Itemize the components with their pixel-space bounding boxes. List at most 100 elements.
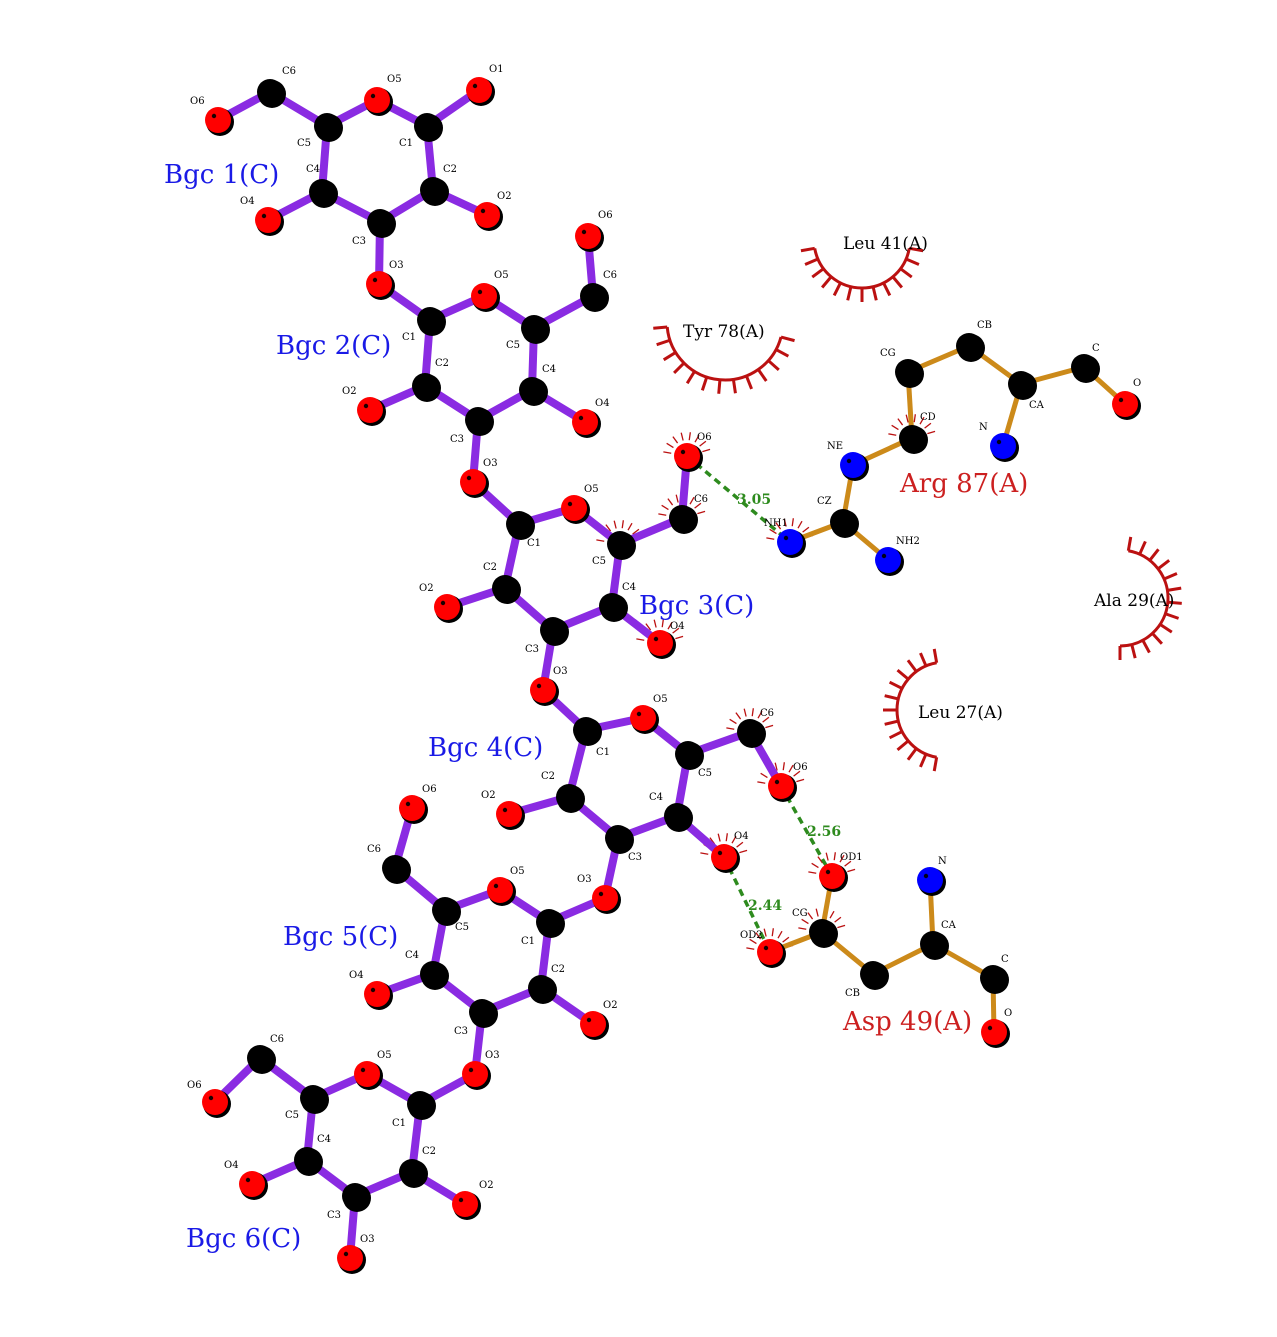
atom-label-b3_O5: O5 — [584, 484, 599, 495]
contact-tick — [725, 833, 728, 842]
atom-b2_O2 — [357, 397, 386, 426]
atom-b4_C2 — [556, 784, 585, 813]
atom-label-b1_C5: C5 — [297, 138, 311, 149]
atom-highlight — [418, 379, 424, 385]
contact-tick — [839, 854, 845, 863]
atom-b1_C1 — [414, 113, 443, 142]
atom-b2_C3 — [465, 407, 494, 436]
hydrophobic-spoke — [745, 375, 753, 390]
contact-tick — [757, 781, 766, 784]
atom-sphere — [521, 315, 547, 341]
contact-tick — [808, 871, 817, 874]
atom-sphere — [711, 844, 737, 870]
hydrophobic-contact-ala29 — [1118, 536, 1182, 660]
atom-b1_O1 — [466, 77, 495, 106]
atom-highlight — [475, 1005, 481, 1011]
contact-tick — [801, 918, 809, 925]
hydrophobic-spoke — [662, 351, 677, 362]
atom-highlight — [512, 517, 518, 523]
atom-label-b6_O6: O6 — [187, 1080, 202, 1091]
hydrophobic-spoke — [896, 668, 910, 681]
contact-tick — [658, 513, 667, 516]
atom-label-r87_CZ: CZ — [817, 496, 832, 507]
atom-sphere — [342, 1183, 368, 1209]
atom-label-d49_CA: CA — [941, 920, 957, 931]
atom-sphere — [980, 965, 1006, 991]
atom-b3_O3 — [530, 677, 559, 706]
protein-residue-label-arg87: Arg 87(A) — [899, 469, 1028, 499]
protein-residue-label-asp49: Asp 49(A) — [842, 1007, 972, 1037]
atom-sphere — [899, 425, 925, 451]
atom-sphere — [364, 981, 390, 1007]
contact-tick — [825, 852, 829, 861]
hydrophobic-contact-leu41 — [800, 246, 924, 302]
atom-sphere — [737, 719, 763, 745]
atom-sphere — [528, 975, 554, 1001]
atom-label-d49_C: C — [1001, 954, 1009, 965]
contact-tick — [739, 849, 748, 854]
hydrophobic-spoke — [932, 757, 939, 772]
hydrophobic-spoke — [800, 246, 815, 253]
atom-sphere — [599, 593, 625, 619]
atom-r87_C — [1071, 354, 1100, 383]
atom-highlight — [423, 313, 429, 319]
hydrophobic-spoke — [846, 286, 853, 301]
atom-sphere — [573, 717, 599, 743]
atom-label-b2_C5: C5 — [506, 340, 520, 351]
atom-b6_O2 — [452, 1191, 481, 1220]
contact-tick — [717, 833, 721, 842]
atom-highlight — [438, 903, 444, 909]
atom-r87_CD — [899, 425, 928, 454]
atom-label-b4_O3: O3 — [577, 874, 592, 885]
atom-highlight — [675, 511, 681, 517]
atom-b3_O4 — [647, 630, 676, 659]
ligand-residue-label-bgc4: Bgc 4(C) — [428, 733, 543, 763]
atom-b4_O6 — [768, 773, 797, 802]
contact-tick — [774, 762, 778, 771]
hydrophobic-spoke — [1148, 548, 1160, 562]
atom-b1_C5 — [314, 113, 343, 142]
atom-sphere — [530, 677, 556, 703]
atom-highlight — [542, 915, 548, 921]
atom-highlight — [923, 873, 929, 879]
ligand-residue-label-bgc2: Bgc 2(C) — [276, 331, 391, 361]
atom-d49_CA — [920, 931, 949, 960]
atom-label-b5_O2: O2 — [603, 1000, 618, 1011]
hydrophobic-spoke — [871, 286, 878, 301]
hydrogen-bond-distance-hb2: 2.56 — [807, 824, 841, 840]
atom-sphere — [239, 1171, 265, 1197]
atom-label-b2_C3: C3 — [450, 434, 464, 445]
atom-label-r87_CB: CB — [977, 320, 992, 331]
atom-b3_C5 — [607, 531, 636, 560]
atom-label-b6_C6: C6 — [270, 1034, 284, 1045]
atom-sphere — [920, 931, 946, 957]
atom-sphere — [474, 202, 500, 228]
atom-highlight — [370, 93, 376, 99]
atom-label-b4_O6: O6 — [793, 762, 808, 773]
atom-sphere — [647, 630, 673, 656]
atom-highlight — [815, 925, 821, 931]
atom-label-b6_C1: C1 — [392, 1118, 406, 1129]
contact-tick — [667, 621, 673, 630]
atom-label-b2_C6: C6 — [603, 270, 617, 281]
contact-tick — [817, 856, 824, 864]
atom-highlight — [579, 723, 585, 729]
hydrophobic-spoke — [891, 275, 904, 289]
atom-label-b5_O3: O3 — [485, 1050, 500, 1061]
contact-tick — [777, 930, 783, 939]
atom-highlight — [360, 1067, 366, 1073]
atom-sphere — [669, 505, 695, 531]
atom-highlight — [525, 383, 531, 389]
atom-label-b5_C1: C1 — [521, 936, 535, 947]
atom-highlight — [581, 229, 587, 235]
atom-label-r87_NH1: NH1 — [764, 518, 788, 529]
atom-label-b2_O5: O5 — [494, 270, 509, 281]
hydrophobic-residue-label-tyr78: Tyr 78(A) — [683, 322, 765, 342]
atom-label-b5_C3: C3 — [454, 1026, 468, 1037]
hydrophobic-spoke — [717, 379, 722, 394]
atom-label-b1_C6: C6 — [282, 66, 296, 77]
contact-tick — [743, 708, 747, 717]
contact-tick — [815, 908, 819, 917]
atom-b1_O4 — [255, 207, 284, 236]
atom-sphere — [337, 1245, 363, 1271]
